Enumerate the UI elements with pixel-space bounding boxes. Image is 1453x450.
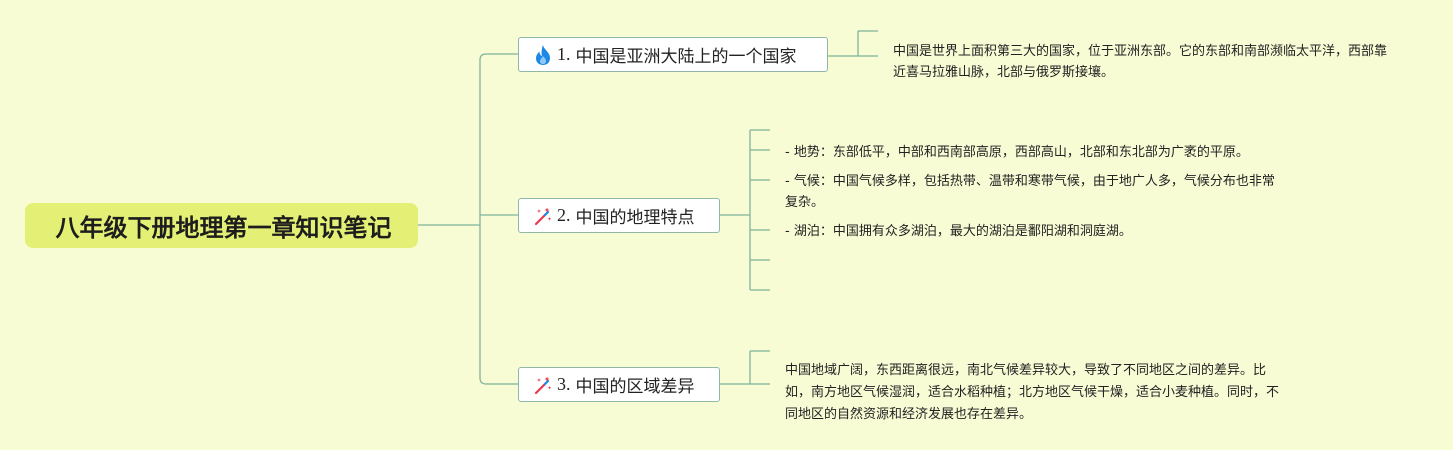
branch-node-2[interactable]: 2. 中国的地理特点 [518,198,720,233]
branch-number: 3. [557,374,571,394]
branch-node-1[interactable]: 1. 中国是亚洲大陆上的一个国家 [518,37,828,72]
note-lakes[interactable]: - 湖泊：中国拥有众多湖泊，最大的湖泊是鄱阳湖和洞庭湖。 [785,221,1295,242]
note-climate[interactable]: - 气候：中国气候多样，包括热带、温带和寒带气候，由于地广人多，气候分布也非常复… [785,171,1285,213]
fire-icon [533,44,553,66]
note-text: - 地势：东部低平，中部和西南部高原，西部高山，北部和东北部为广袤的平原。 [785,145,1249,160]
mindmap-root-topic[interactable]: 八年级下册地理第一章知识笔记 [25,203,418,248]
connector-node-2-notes [720,129,770,291]
branch-label: 中国的区域差异 [575,377,695,397]
note-terrain[interactable]: - 地势：东部低平，中部和西南部高原，西部高山，北部和东北部为广袤的平原。 [785,142,1295,163]
branch-number: 2. [557,205,571,225]
connector-trunk [479,53,518,385]
note-branch-3[interactable]: 中国地域广阔，东西距离很远，南北气候差异较大，导致了不同地区之间的差异。比如，南… [785,360,1280,426]
magic-wand-icon [533,205,553,227]
note-branch-1[interactable]: 中国是世界上面积第三大的国家，位于亚洲东部。它的东部和南部濒临太平洋，西部靠近喜… [893,41,1393,83]
root-title: 八年级下册地理第一章知识笔记 [55,214,392,242]
branch-label: 中国的地理特点 [575,208,695,228]
branch-label: 中国是亚洲大陆上的一个国家 [575,47,797,67]
connector-node-3-notes [720,350,770,385]
branch-number: 1. [557,44,571,64]
note-text: - 湖泊：中国拥有众多湖泊，最大的湖泊是鄱阳湖和洞庭湖。 [785,224,1132,239]
note-text: 中国是世界上面积第三大的国家，位于亚洲东部。它的东部和南部濒临太平洋，西部靠近喜… [893,44,1388,80]
magic-wand-icon [533,374,553,396]
connector-node-1-notes [828,30,878,57]
note-text: - 气候：中国气候多样，包括热带、温带和寒带气候，由于地广人多，气候分布也非常复… [785,174,1275,210]
branch-node-3[interactable]: 3. 中国的区域差异 [518,367,720,402]
note-text: 中国地域广阔，东西距离很远，南北气候差异较大，导致了不同地区之间的差异。比如，南… [785,363,1280,422]
